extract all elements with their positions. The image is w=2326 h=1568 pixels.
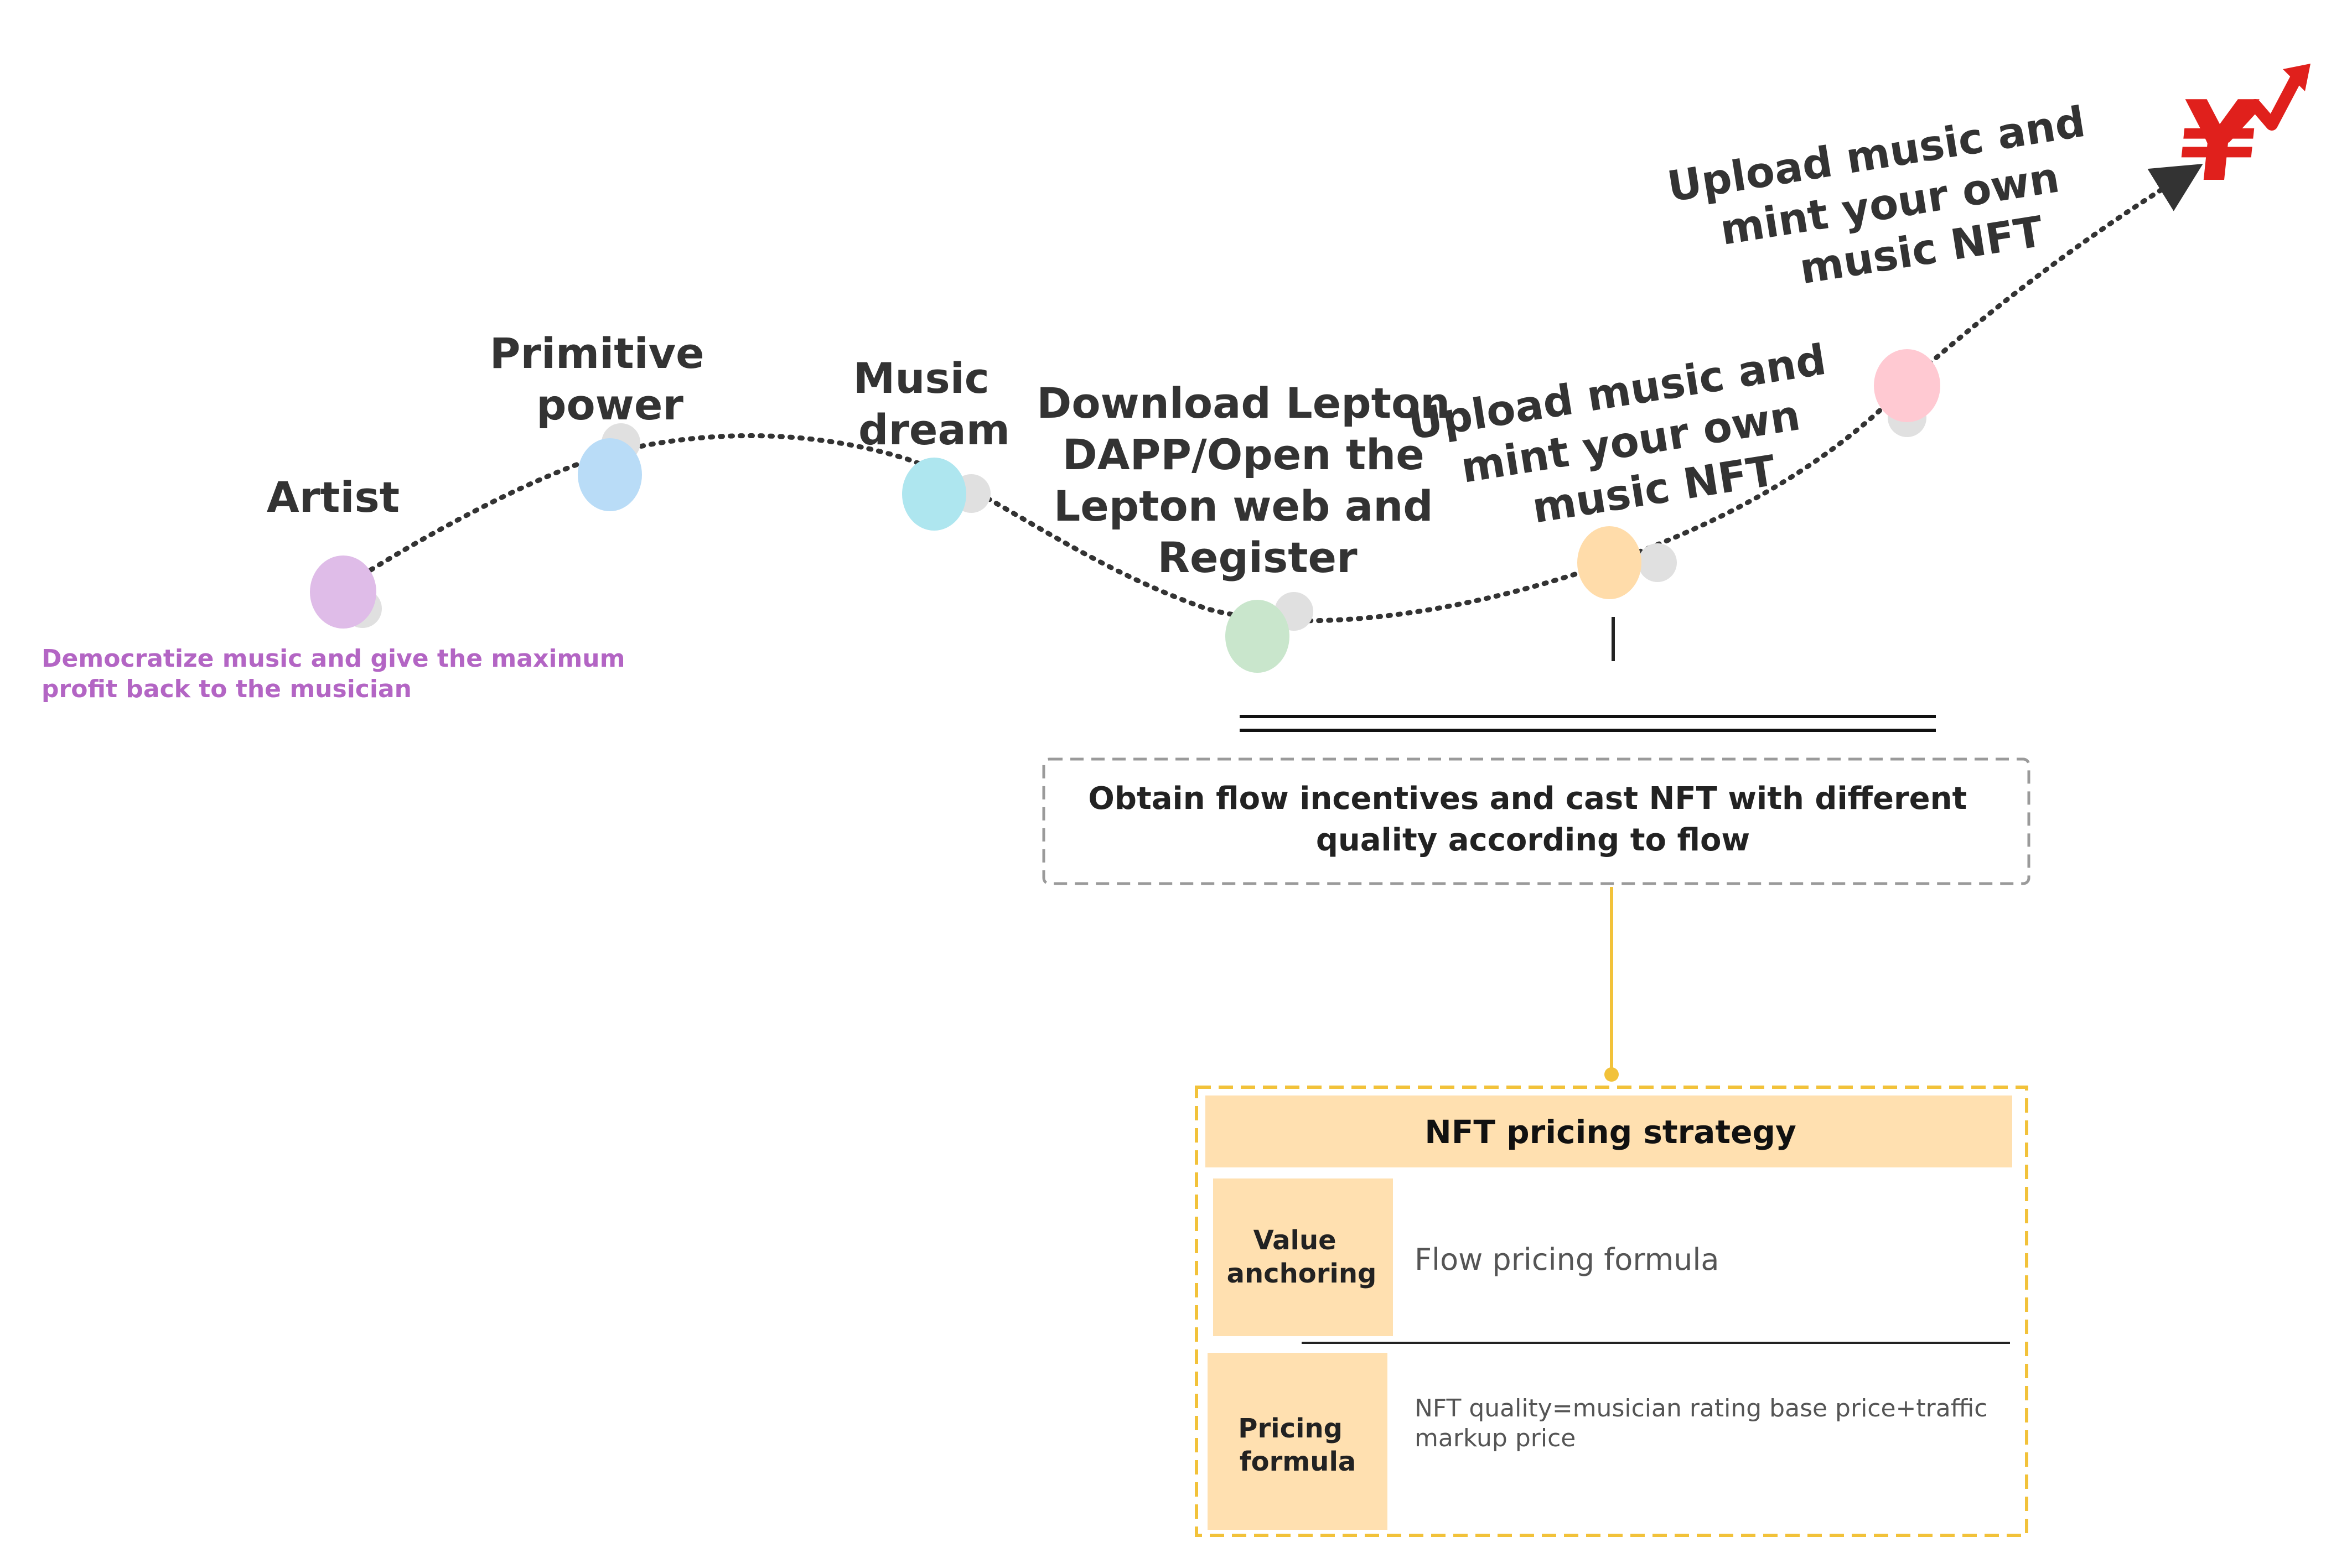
row-head-value-anchoring	[1213, 1178, 1393, 1336]
row-value-flow-pricing: Flow pricing formula	[1415, 1242, 1719, 1277]
step-label-download-lepton: Download Lepton DAPP/Open the Lepton web…	[1037, 378, 1465, 582]
step-node-music-dream	[902, 458, 966, 531]
table-connector-dot	[1604, 1067, 1619, 1082]
step-label-upload-music-upper: Upload music and mint your own music NFT	[1664, 95, 2119, 312]
pricing-table: NFT pricing strategy Value anchoring Flo…	[1195, 1086, 2028, 1537]
svg-text:¥: ¥	[2173, 78, 2263, 206]
pricing-table-title: NFT pricing strategy	[1424, 1113, 1796, 1151]
pricing-table-header	[1205, 1095, 2012, 1167]
step-artist: Artist	[267, 473, 400, 629]
step-node-primitive-power	[578, 438, 642, 511]
row-head-pricing-formula	[1208, 1353, 1387, 1530]
row-value-pricing-formula: NFT quality=musician rating base price+t…	[1415, 1394, 1995, 1452]
row-head-label: Value anchoring	[1227, 1225, 1377, 1289]
step-upload-music-lower: Upload music and mint your own music NFT	[1405, 333, 1859, 599]
step-node-artist	[310, 555, 376, 629]
step-download-lepton: Download Lepton DAPP/Open the Lepton web…	[1037, 378, 1465, 673]
row-head-label: Pricing formula	[1238, 1413, 1356, 1477]
step-node-upload-music-lower	[1577, 526, 1641, 599]
incentive-box-text: Obtain flow incentives and cast NFT with…	[1088, 781, 1977, 858]
step-label-primitive-power: Primitive power	[490, 329, 719, 429]
step-label-upload-music-lower: Upload music and mint your own music NFT	[1405, 333, 1859, 550]
step-label-artist: Artist	[267, 473, 400, 522]
tagline: Democratize music and give the maximum p…	[42, 645, 634, 703]
step-primitive-power: Primitive power	[490, 329, 719, 511]
step-music-dream: Music dream	[853, 354, 1010, 531]
step-node-upload-music-upper	[1874, 349, 1940, 422]
yen-growth-icon: ¥	[2173, 64, 2311, 206]
node-shadow	[1638, 543, 1677, 582]
incentive-box: Obtain flow incentives and cast NFT with…	[1042, 757, 2030, 885]
step-node-download-lepton	[1225, 600, 1289, 673]
step-label-music-dream: Music dream	[853, 354, 1010, 454]
